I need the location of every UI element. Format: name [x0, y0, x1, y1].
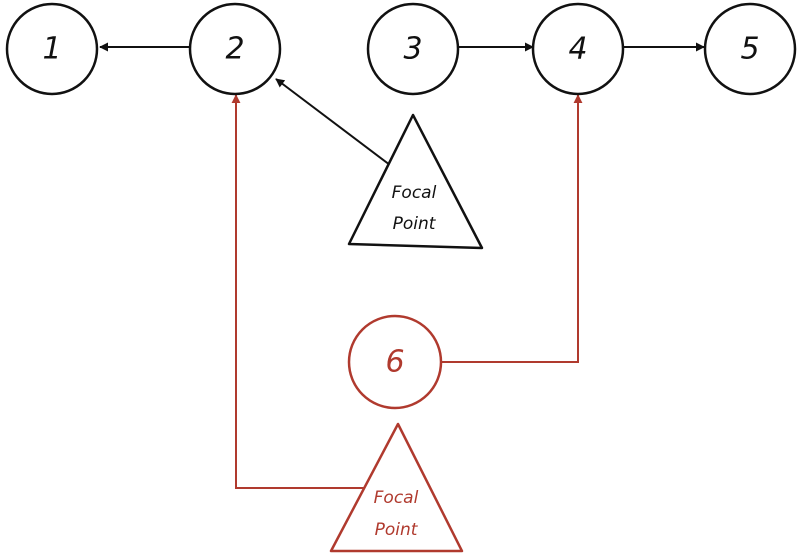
- node-2: 2: [188, 2, 282, 96]
- node-5: 5: [703, 2, 797, 96]
- edge-focal-2-to-2: [231, 94, 366, 489]
- node-5-circle: [703, 2, 797, 96]
- node-3-circle: [366, 2, 460, 96]
- focal-point-2-triangle: [329, 422, 464, 553]
- focal-point-2: Focal Point: [329, 422, 464, 553]
- node-1-circle: [5, 2, 99, 96]
- node-6-label: 6: [385, 345, 404, 380]
- node-1-label: 1: [42, 32, 61, 67]
- node-6: 6: [347, 314, 443, 410]
- focal-point-1-line2: Point: [393, 214, 437, 234]
- focal-point-1-triangle: [347, 113, 484, 250]
- edge-focal-1-to-2: [275, 78, 391, 166]
- edge-6-to-4: [441, 94, 583, 363]
- node-5-label: 5: [740, 32, 759, 67]
- focal-point-1-line1: Focal: [392, 183, 437, 203]
- node-1: 1: [5, 2, 99, 96]
- node-3: 3: [366, 2, 460, 96]
- node-3-label: 3: [403, 32, 422, 67]
- focal-point-1: Focal Point: [347, 113, 484, 250]
- node-2-circle: [188, 2, 282, 96]
- node-2-label: 2: [225, 32, 244, 67]
- node-4-circle: [531, 2, 625, 96]
- focal-point-2-line1: Focal: [374, 488, 419, 508]
- node-4-label: 4: [568, 32, 587, 67]
- edges: [99, 42, 705, 489]
- node-4: 4: [531, 2, 625, 96]
- node-6-circle: [347, 314, 443, 410]
- focal-point-2-line2: Point: [375, 520, 419, 540]
